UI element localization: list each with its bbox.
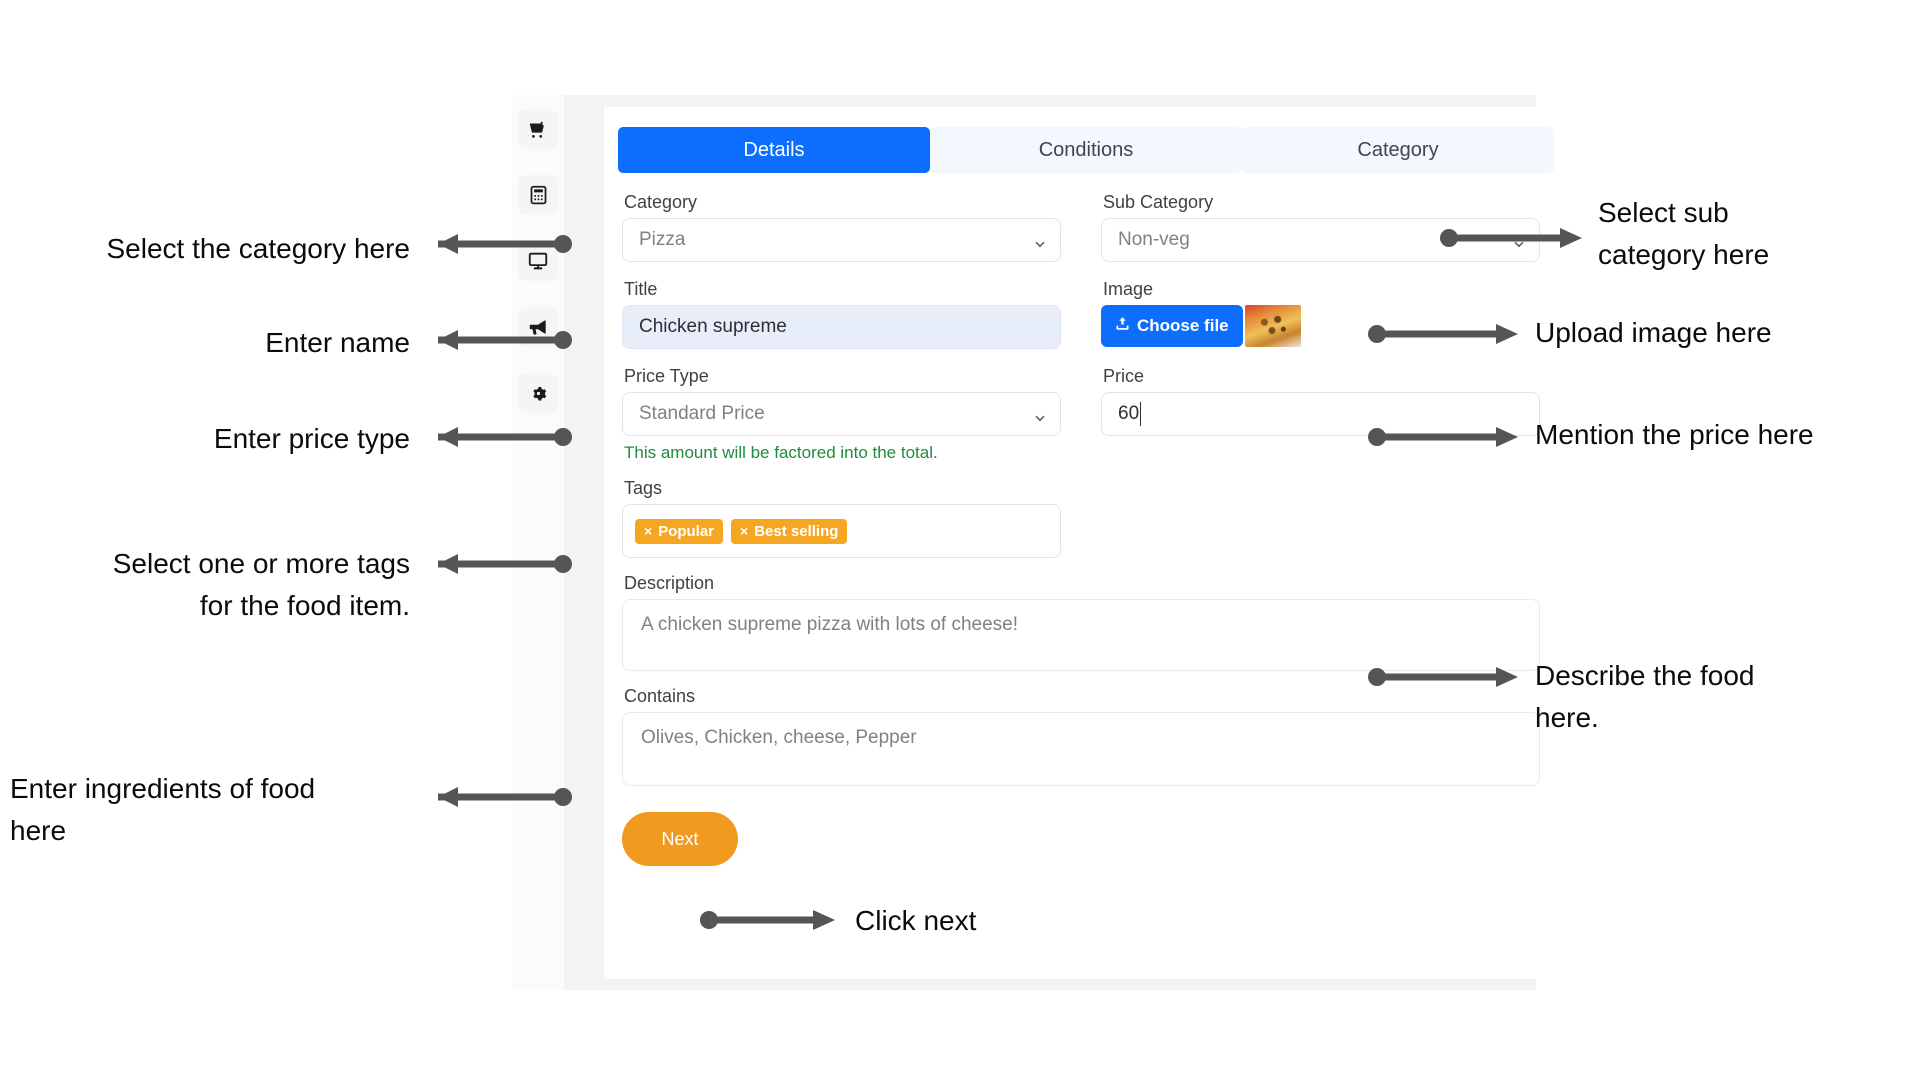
price-type-select[interactable]: Standard Price	[622, 392, 1061, 436]
field-image: Image Choose file	[1101, 278, 1540, 349]
description-value: A chicken supreme pizza with lots of che…	[641, 614, 1019, 635]
price-input[interactable]: 60	[1101, 392, 1540, 436]
chevron-down-icon	[1034, 234, 1046, 248]
sidebar	[512, 95, 564, 990]
annotation-enter-price-type: Enter price type	[213, 423, 410, 454]
tab-conditions[interactable]: Conditions	[930, 127, 1242, 173]
tab-bar: Details Conditions Category	[618, 127, 1554, 173]
annotation-arrow-tags	[418, 552, 572, 576]
field-title: Title Chicken supreme	[622, 278, 1061, 349]
choose-file-button[interactable]: Choose file	[1101, 305, 1243, 347]
annotation-arrow-category	[418, 232, 572, 256]
sidebar-item-calculator[interactable]	[518, 175, 558, 215]
annotation-select-tags: Select one or more tags for the food ite…	[112, 548, 410, 621]
choose-file-label: Choose file	[1137, 316, 1229, 335]
remove-tag-icon[interactable]: ×	[644, 523, 653, 539]
field-description: Description A chicken supreme pizza with…	[622, 572, 1540, 671]
sidebar-item-settings[interactable]	[518, 373, 558, 413]
annotation-mention-price: Mention the price here	[1535, 419, 1814, 450]
annotation-enter-name: Enter name	[265, 327, 410, 358]
contains-label: Contains	[624, 686, 696, 706]
annotation-select-category: Select the category here	[106, 233, 410, 264]
tags-input[interactable]: × Popular × Best selling	[622, 504, 1061, 558]
tags-right-spacer	[1101, 477, 1540, 558]
gear-icon	[528, 383, 549, 404]
contains-textarea[interactable]: Olives, Chicken, cheese, Pepper	[622, 712, 1540, 786]
text-cursor	[1140, 402, 1142, 426]
form-card: Details Conditions Category Category Piz…	[604, 107, 1554, 979]
field-tags: Tags × Popular × Best selling	[622, 477, 1061, 558]
category-value: Pizza	[639, 229, 686, 250]
contains-value: Olives, Chicken, cheese, Pepper	[641, 727, 917, 748]
tag-label: Popular	[658, 522, 715, 540]
title-label: Title	[624, 279, 658, 299]
annotation-upload-image: Upload image here	[1535, 317, 1772, 348]
field-price: Price 60	[1101, 365, 1540, 463]
field-price-type: Price Type Standard Price This amount wi…	[622, 365, 1061, 463]
title-input[interactable]: Chicken supreme	[622, 305, 1061, 349]
image-label: Image	[1103, 279, 1154, 299]
annotation-arrow-image	[1368, 322, 1523, 346]
field-contains: Contains Olives, Chicken, cheese, Pepper	[622, 685, 1540, 786]
annotation-arrow-price-type	[418, 425, 572, 449]
annotation-describe-food: Describe the food here.	[1535, 660, 1755, 733]
price-label: Price	[1103, 366, 1145, 386]
field-category: Category Pizza	[622, 191, 1061, 262]
price-type-helper-text: This amount will be factored into the to…	[624, 443, 938, 462]
chevron-down-icon	[1034, 408, 1046, 422]
chevron-down-icon	[1513, 234, 1525, 248]
annotation-arrow-sub-category	[1440, 226, 1585, 250]
category-label: Category	[624, 192, 698, 212]
image-upload-row: Choose file	[1101, 305, 1540, 347]
megaphone-icon	[527, 316, 549, 338]
annotation-arrow-description	[1368, 665, 1523, 689]
description-textarea[interactable]: A chicken supreme pizza with lots of che…	[622, 599, 1540, 671]
annotation-arrow-price	[1368, 425, 1523, 449]
tab-details[interactable]: Details	[618, 127, 930, 173]
price-value: 60	[1118, 403, 1140, 424]
category-select[interactable]: Pizza	[622, 218, 1061, 262]
tag-chip[interactable]: × Popular	[635, 518, 724, 544]
next-button[interactable]: Next	[622, 812, 738, 866]
sidebar-item-monitor[interactable]	[518, 241, 558, 281]
sub-category-label: Sub Category	[1103, 192, 1214, 212]
tags-label: Tags	[624, 478, 663, 498]
sidebar-item-cart[interactable]	[518, 109, 558, 149]
price-type-label: Price Type	[624, 366, 709, 386]
upload-icon	[1115, 316, 1130, 336]
content-area: Details Conditions Category Category Piz…	[564, 95, 1554, 990]
description-label: Description	[624, 573, 715, 593]
calculator-icon	[528, 184, 549, 206]
annotation-click-next: Click next	[855, 905, 977, 936]
app-window: Details Conditions Category Category Piz…	[512, 95, 1554, 990]
annotation-arrow-contains	[418, 785, 572, 809]
details-form: Category Pizza Sub Ca	[622, 191, 1540, 866]
tag-label: Best selling	[754, 522, 839, 540]
tab-category[interactable]: Category	[1242, 127, 1554, 173]
image-thumbnail[interactable]	[1244, 305, 1301, 347]
annotation-enter-ingredients: Enter ingredients of food here	[10, 773, 316, 846]
annotation-arrow-next	[700, 908, 840, 932]
remove-tag-icon[interactable]: ×	[740, 523, 749, 539]
title-value: Chicken supreme	[639, 316, 787, 337]
price-type-value: Standard Price	[639, 403, 765, 424]
monitor-icon	[527, 250, 549, 272]
shopping-cart-icon	[527, 118, 549, 140]
annotation-arrow-title	[418, 328, 572, 352]
tag-chip[interactable]: × Best selling	[731, 518, 848, 544]
annotation-select-sub-category: Select sub category here	[1598, 197, 1770, 270]
sub-category-value: Non-veg	[1118, 229, 1190, 250]
